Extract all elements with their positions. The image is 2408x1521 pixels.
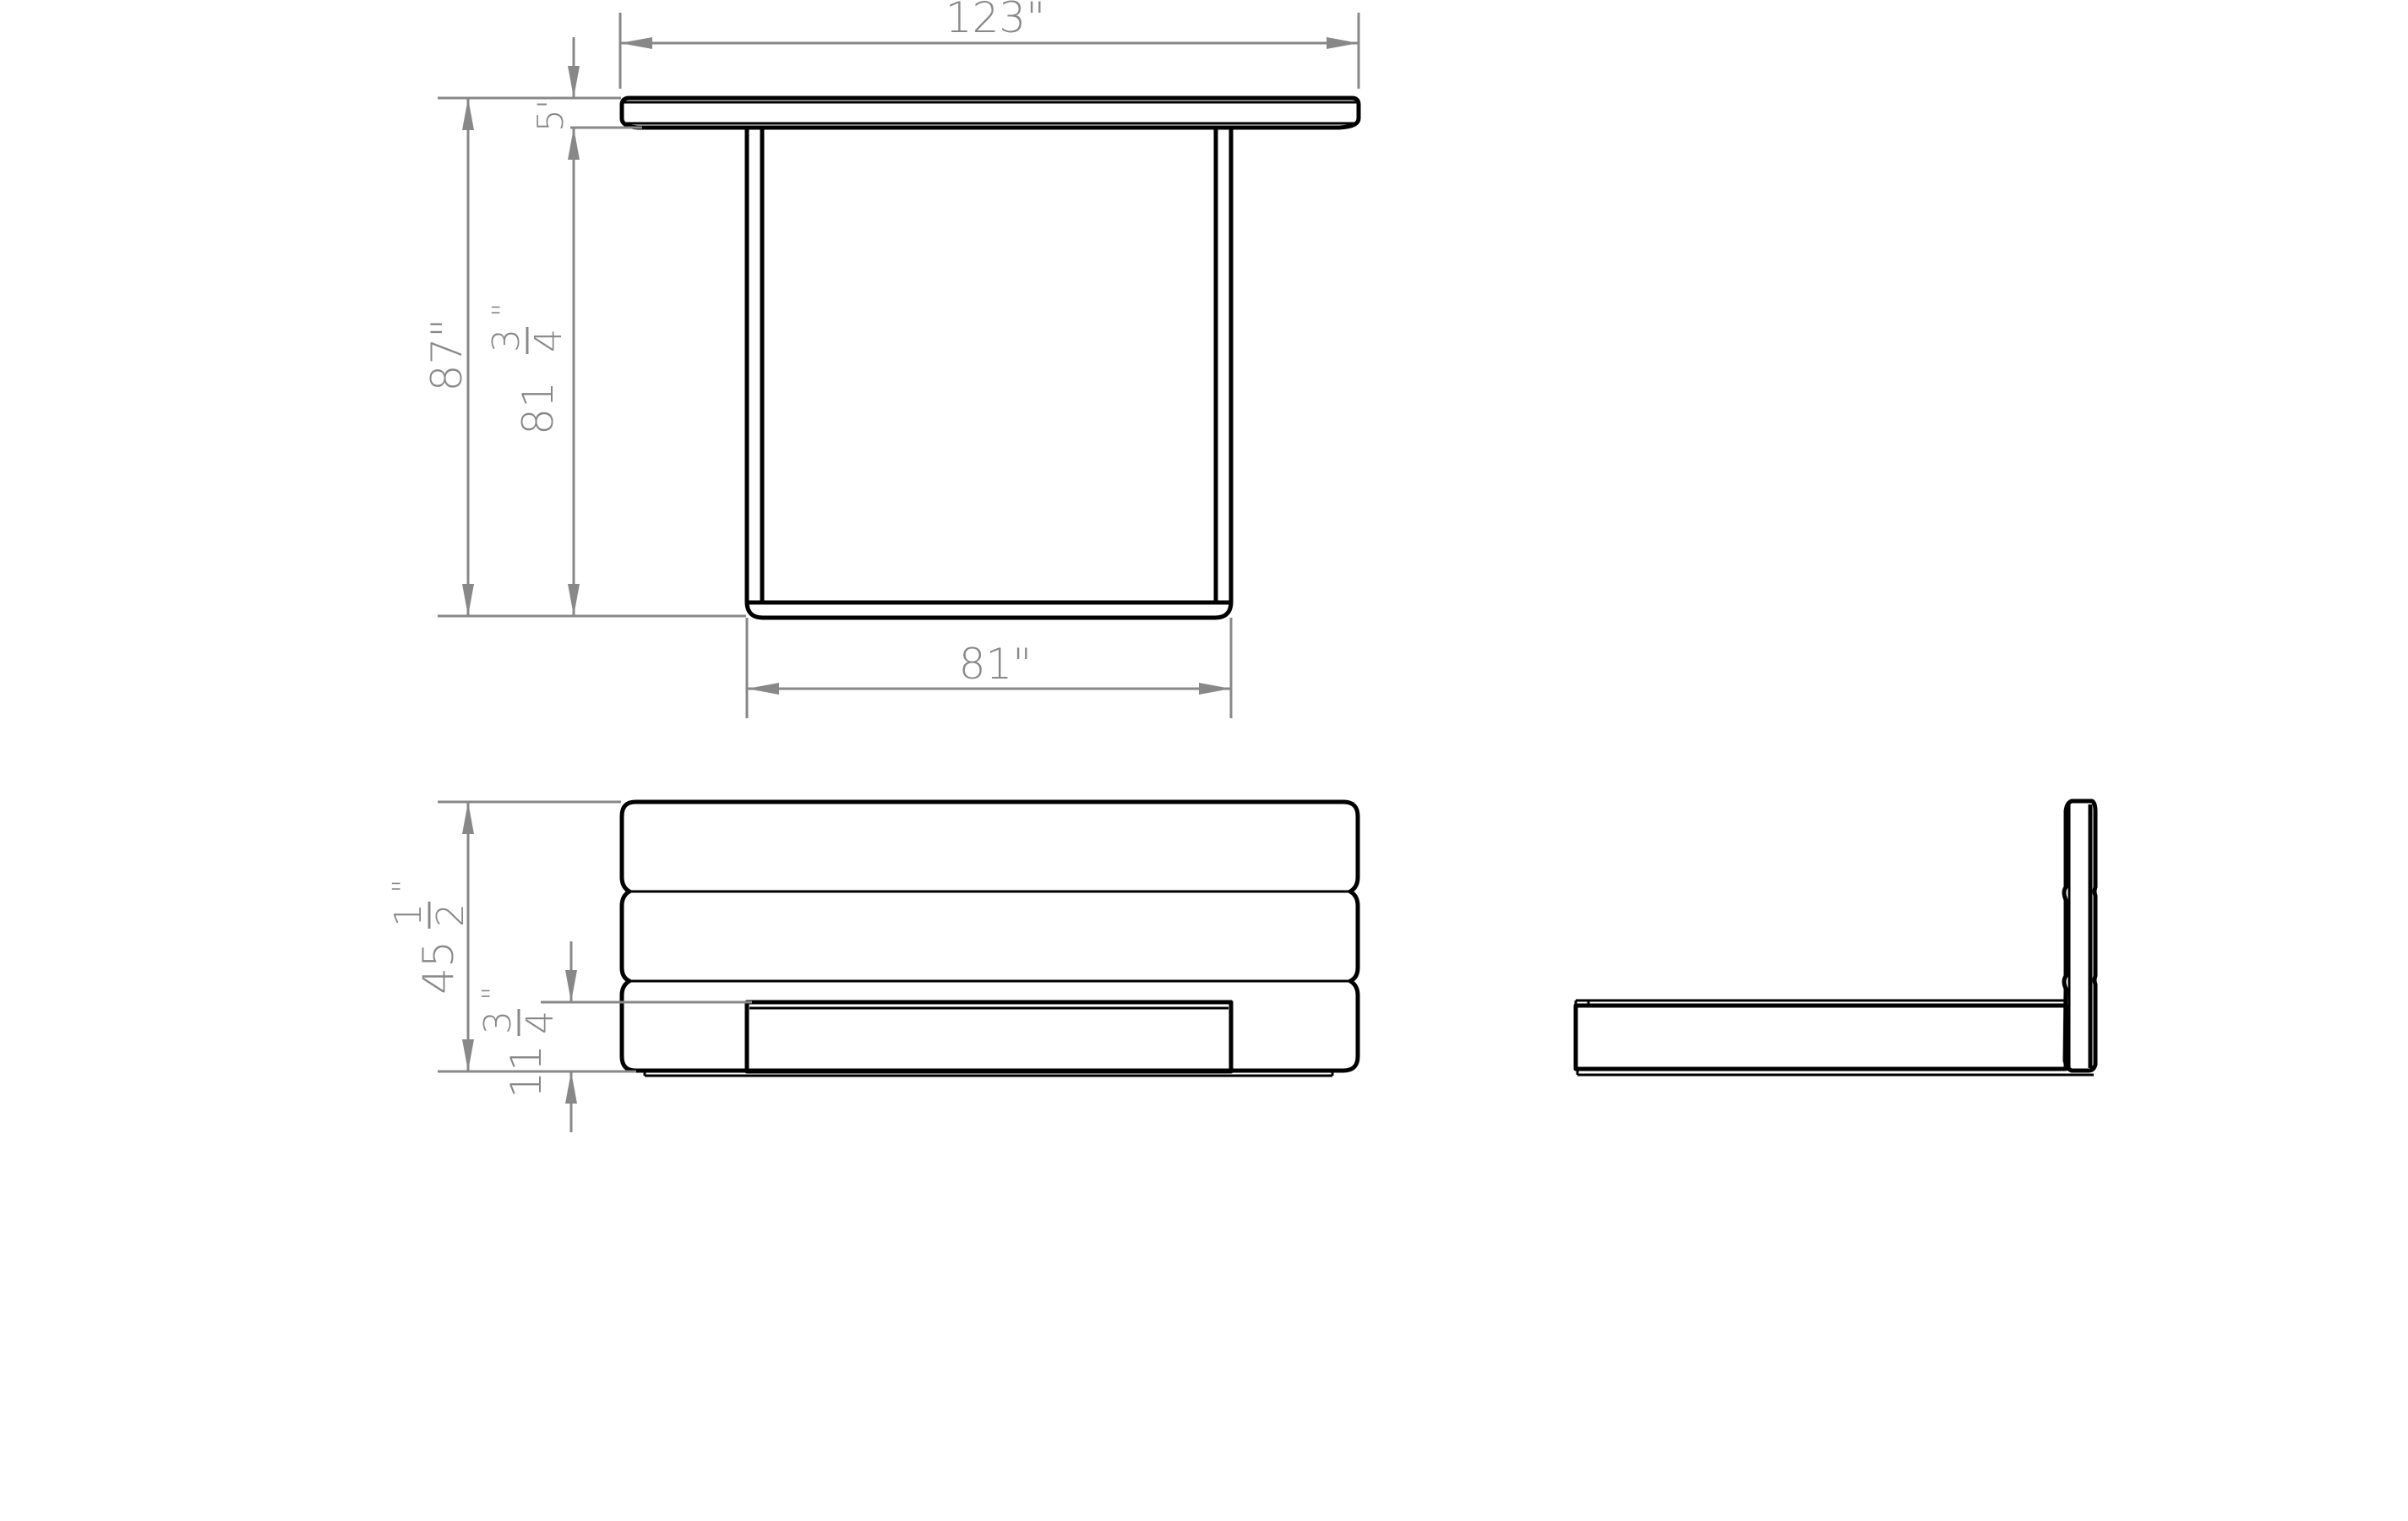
headboard-side <box>2062 799 2098 1073</box>
front-elevation: 45 1 2 " 11 3 4 " <box>387 799 1360 1132</box>
label-overall-height-unit: " <box>387 879 422 893</box>
label-frame-length-num: 3 <box>485 329 528 352</box>
dimension-headboard-depth: 5" <box>530 37 642 616</box>
top-view: 123" 87" 5" 81 3 4 " <box>422 0 1361 718</box>
dimension-overall-height: 45 1 2 " <box>387 800 636 1073</box>
label-frame-height-den: 4 <box>519 1011 562 1034</box>
dimension-frame-height: 11 3 4 " <box>477 941 752 1132</box>
headboard-plan-outline <box>619 95 1361 130</box>
side-elevation <box>1573 799 2098 1077</box>
label-overall-width: 123" <box>945 0 1045 42</box>
label-overall-height-num: 1 <box>387 903 430 927</box>
label-frame-height-unit: " <box>477 986 511 1000</box>
label-frame-width: 81" <box>959 640 1032 689</box>
label-overall-height-den: 2 <box>429 903 472 927</box>
dimension-overall-length: 87" <box>422 96 746 618</box>
dimension-overall-width: 123" <box>618 0 1360 89</box>
headboard-panels-front <box>619 799 1360 1073</box>
label-overall-length: 87" <box>422 319 471 392</box>
bed-base-side <box>1573 999 2094 1077</box>
label-frame-height-whole: 11 <box>502 1044 551 1098</box>
dimension-frame-length: 81 3 4 " <box>485 303 570 434</box>
bed-frame-plan-outline <box>744 128 1234 620</box>
label-frame-length-whole: 81 <box>514 381 563 435</box>
label-frame-length-den: 4 <box>527 329 570 352</box>
label-frame-height-num: 3 <box>477 1011 520 1034</box>
label-overall-height-whole: 45 <box>414 940 463 995</box>
label-headboard-depth: 5" <box>530 93 571 132</box>
label-frame-length-unit: " <box>487 303 521 317</box>
bed-base-front <box>643 1000 1334 1077</box>
dimension-frame-width: 81" <box>745 618 1233 718</box>
